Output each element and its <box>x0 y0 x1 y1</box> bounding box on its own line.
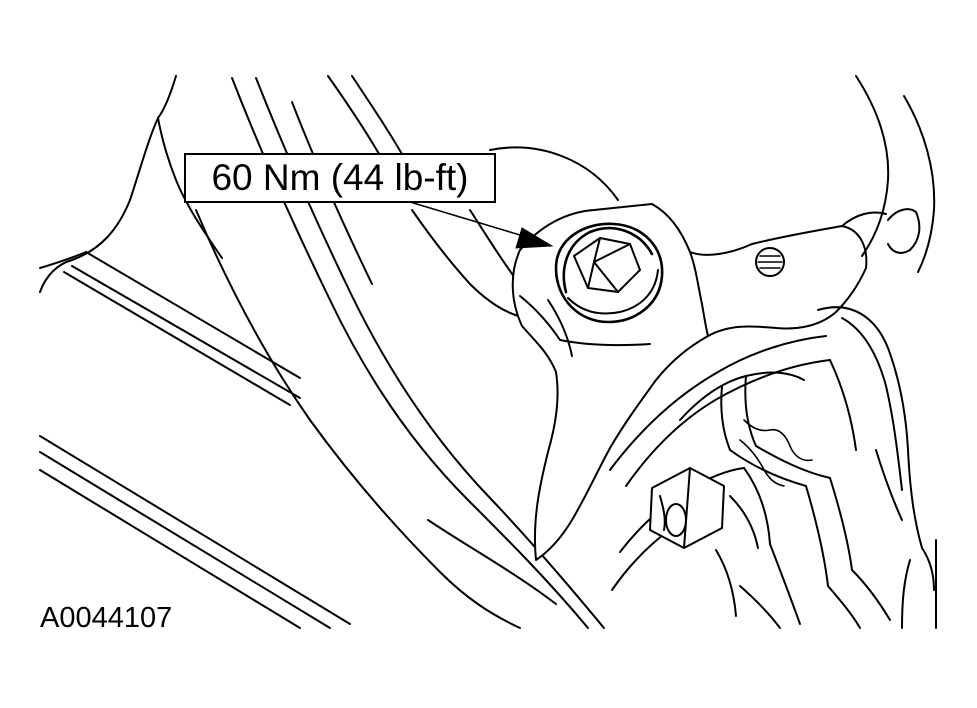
subframe-seam <box>739 419 813 487</box>
mount-bolt <box>554 222 664 324</box>
left-frame-rail-upper <box>39 251 301 406</box>
left-frame-rail-lower <box>39 435 351 629</box>
callout-arrow <box>389 195 554 249</box>
subframe-lower <box>609 335 891 629</box>
body-outline-right <box>817 75 938 629</box>
figure-id-label: A0044107 <box>40 602 173 634</box>
lower-bracket <box>611 467 801 629</box>
threaded-hole <box>755 247 785 277</box>
torque-callout-label: 60 Nm (44 lb-ft) <box>211 157 469 198</box>
torque-callout-box: 60 Nm (44 lb-ft) <box>184 153 496 203</box>
